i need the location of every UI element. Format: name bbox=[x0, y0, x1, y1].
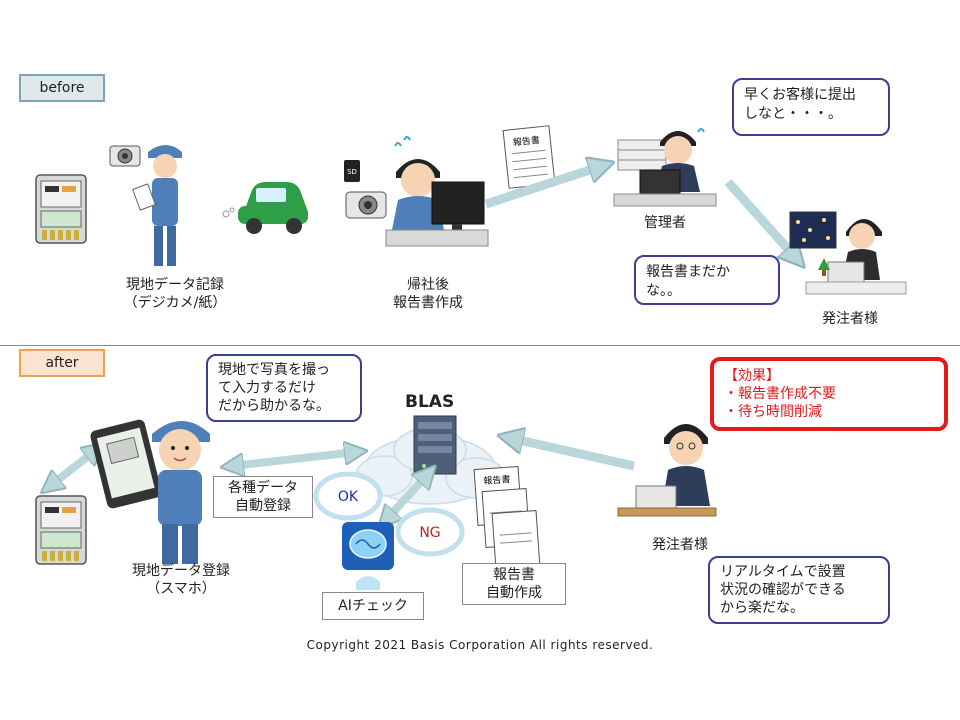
arrow-to-manager bbox=[484, 166, 602, 209]
report-doc-title: 報告書 bbox=[512, 134, 540, 149]
report-stack-title: 報告書 bbox=[483, 473, 511, 487]
office-worker-icon bbox=[392, 136, 444, 230]
auto-register-box: 各種データ 自動登録 bbox=[213, 476, 313, 518]
client-label: 発注者様 bbox=[822, 311, 878, 327]
ai-brain-icon bbox=[342, 522, 394, 590]
client-after-speech-bubble: リアルタイムで設置 状況の確認ができる から楽だな。 bbox=[708, 556, 890, 624]
section-divider bbox=[0, 345, 960, 346]
ok-text: OK bbox=[338, 489, 359, 505]
worker-speech-bubble: 現地で写真を撮っ て入力するだけ だから助かるな。 bbox=[206, 354, 362, 422]
effect-box: 【効果】 ・報告書作成不要 ・待ち時間削減 bbox=[710, 357, 948, 431]
worker-after-icon bbox=[152, 421, 210, 564]
effect-title: 【効果】 bbox=[724, 368, 780, 384]
blas-title: BLAS bbox=[405, 392, 455, 412]
ng-bubble: NG bbox=[395, 507, 465, 557]
monitor-icon bbox=[385, 181, 489, 247]
desk-camera-icon bbox=[345, 191, 387, 219]
camera-icon bbox=[109, 145, 141, 167]
sd-card-text: SD bbox=[347, 168, 357, 176]
meter-after-icon bbox=[35, 495, 87, 565]
manager-icon bbox=[613, 128, 717, 207]
worker-icon bbox=[132, 145, 182, 266]
ng-text: NG bbox=[419, 525, 440, 541]
effect-item-no-report: ・報告書作成不要 bbox=[724, 386, 836, 402]
effect-item-less-waiting: ・待ち時間削減 bbox=[724, 404, 822, 420]
server-icon bbox=[413, 415, 457, 475]
office-report-label: 帰社後 報告書作成 bbox=[393, 277, 463, 311]
ok-bubble: OK bbox=[313, 471, 383, 521]
manager-speech-bubble: 早くお客様に提出 しなと・・・。 bbox=[732, 78, 890, 136]
copyright-text: Copyright 2021 Basis Corporation All rig… bbox=[306, 638, 654, 652]
manager-label: 管理者 bbox=[644, 215, 686, 231]
auto-report-box: 報告書 自動作成 bbox=[462, 563, 566, 605]
client-icon bbox=[789, 211, 907, 295]
sd-card-icon: SD bbox=[344, 160, 360, 182]
car-icon bbox=[222, 182, 308, 234]
arrow-to-client bbox=[724, 178, 796, 258]
client-after-label: 発注者様 bbox=[652, 537, 708, 553]
smartphone-icon bbox=[90, 419, 162, 509]
client-speech-bubble: 報告書まだか な。。 bbox=[634, 255, 780, 305]
before-tag: before bbox=[19, 74, 105, 102]
client-after-icon bbox=[617, 424, 717, 517]
meter-icon bbox=[35, 174, 87, 244]
field-record-label: 現地データ記録 （デジカメ/紙） bbox=[123, 277, 227, 311]
arrow-worker-blas bbox=[232, 452, 356, 466]
report-stack-icon: 報告書 bbox=[473, 465, 541, 571]
arrow-client-blas bbox=[510, 438, 635, 471]
after-tag: after bbox=[19, 349, 105, 377]
arrow-meter-phone bbox=[50, 450, 96, 486]
field-register-label: 現地データ登録 （スマホ） bbox=[132, 563, 230, 597]
ai-check-box: AIチェック bbox=[322, 592, 424, 620]
arrow-blas-ai bbox=[386, 474, 428, 520]
report-document-icon: 報告書 bbox=[502, 125, 556, 189]
